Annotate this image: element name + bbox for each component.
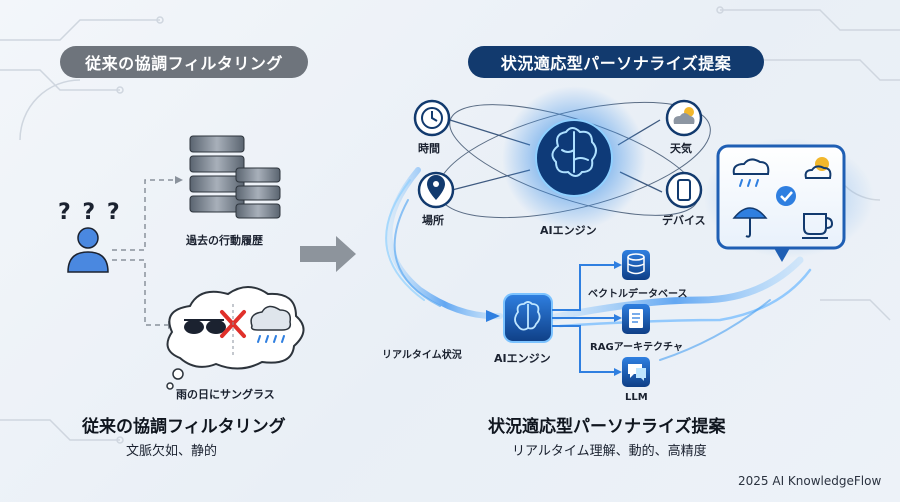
data-stream — [385, 167, 812, 361]
adaptive-header: 状況適応型パーソナライズ提案 — [468, 46, 764, 78]
context-place-label: 場所 — [422, 214, 444, 227]
rain-cloud-icon — [250, 305, 292, 343]
sunglasses-icon — [184, 319, 226, 334]
traditional-header: 従来の協調フィルタリング — [60, 46, 308, 78]
realtime-label: リアルタイム状況 — [382, 350, 462, 361]
engine-bottom-label: AIエンジン — [494, 352, 551, 365]
history-label: 過去の行動履歴 — [186, 234, 263, 247]
checkmark-icon — [776, 186, 796, 206]
context-time-label: 時間 — [418, 142, 440, 155]
context-weather-label: 天気 — [670, 142, 692, 155]
brain-icon — [551, 127, 597, 177]
weather-icon — [665, 99, 703, 137]
engine-top-label: AIエンジン — [540, 224, 597, 237]
smartphone-icon — [665, 171, 703, 209]
traditional-subtitle: 文脈欠如、静的 — [126, 444, 218, 459]
coffee-icon — [802, 213, 834, 239]
ai-engine-core — [502, 86, 646, 230]
sun-cloud-icon — [804, 157, 832, 179]
traditional-title: 従来の協調フィルタリング — [82, 417, 286, 437]
footer-credit: 2025 AI KnowledgeFlow — [738, 474, 882, 488]
rag-label: RAGアーキテクチャ — [590, 342, 683, 353]
adaptive-title: 状況適応型パーソナライズ提案 — [488, 417, 726, 437]
database-icon — [189, 135, 281, 219]
chat-icon — [622, 357, 650, 387]
thought-cloud-icon — [166, 286, 305, 390]
mismatch-label: 雨の日にサングラス — [176, 388, 275, 401]
llm-label: LLM — [625, 392, 648, 403]
context-device-label: デバイス — [662, 214, 706, 227]
umbrella-icon — [732, 207, 768, 238]
rain-cloud-icon — [732, 158, 770, 187]
adaptive-subtitle: リアルタイム理解、動的、高精度 — [512, 444, 707, 459]
dashed-connectors — [112, 179, 175, 326]
database-icon — [622, 250, 650, 280]
document-icon — [622, 304, 650, 334]
question-marks: ? ? ? — [58, 200, 122, 225]
location-pin-icon — [417, 171, 455, 209]
branch-lines — [552, 264, 618, 373]
ai-engine-chip — [503, 293, 553, 343]
user-icon — [67, 227, 109, 273]
vector-db-label: ベクトルデータベース — [588, 289, 688, 300]
recommendation-panel — [704, 138, 874, 262]
clock-icon — [413, 99, 451, 137]
transition-arrow — [300, 236, 356, 272]
